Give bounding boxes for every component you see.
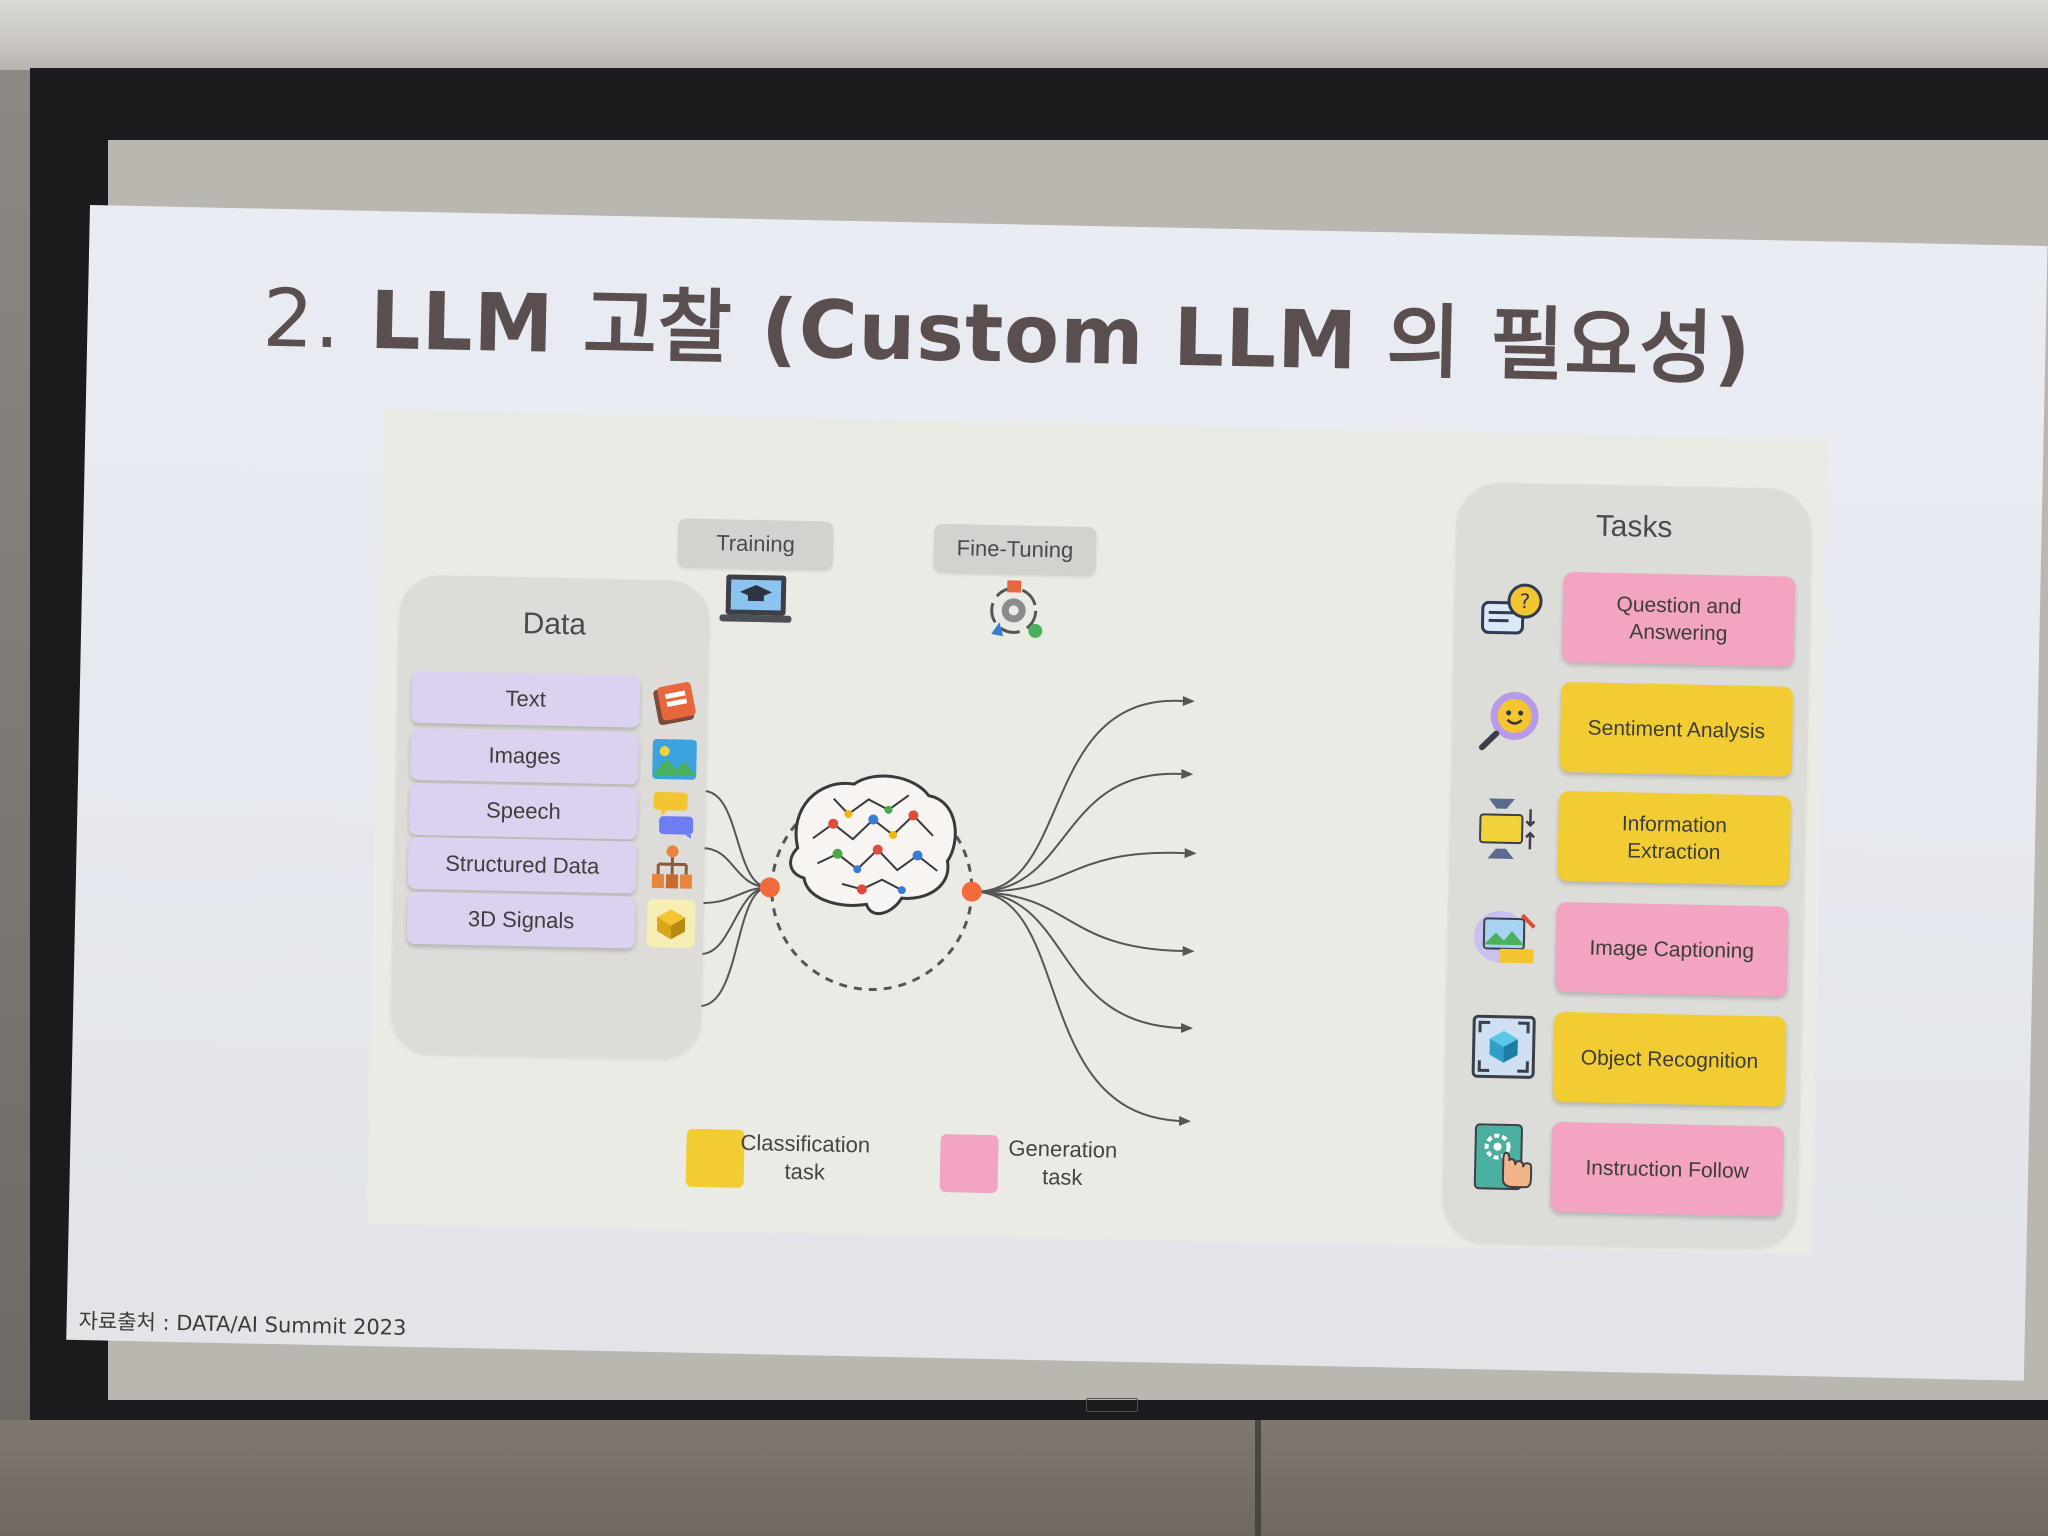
slide-title: 2. LLM 고찰 (Custom LLM 의 필요성)	[262, 254, 1753, 401]
data-panel-title: Data	[399, 605, 710, 645]
screen-logo	[1086, 1398, 1138, 1412]
data-panel: Data Text Images Speech Structu	[390, 575, 710, 1059]
hierarchy-icon	[646, 842, 699, 895]
connector-3d	[699, 886, 768, 1007]
task-sentiment-analysis: Sentiment Analysis	[1559, 682, 1793, 777]
gear-cycle-icon	[973, 574, 1054, 648]
llm-diagram: Data Text Images Speech Structu	[367, 409, 1829, 1254]
task-instruction-follow: Instruction Follow	[1550, 1122, 1784, 1217]
connector-object	[971, 892, 1184, 1028]
chat-question-icon: ?	[1478, 580, 1547, 649]
book-icon	[649, 676, 702, 729]
data-item-speech: Speech	[409, 783, 638, 840]
data-item-images: Images	[410, 728, 639, 785]
slide-title-text: LLM 고찰 (Custom LLM 의 필요성)	[369, 274, 1753, 396]
legend-generation-swatch	[940, 1134, 999, 1193]
task-image-captioning: Image Captioning	[1555, 902, 1789, 997]
connector-instruction	[969, 892, 1184, 1121]
task-object-recognition: Object Recognition	[1553, 1012, 1787, 1107]
training-label: Training	[678, 518, 834, 569]
connector-sentiment	[974, 770, 1182, 896]
svg-text:?: ?	[1519, 589, 1530, 613]
connector-info	[974, 849, 1185, 896]
data-item-text: Text	[411, 671, 640, 728]
wall-top	[0, 0, 2048, 70]
speech-bubbles-icon	[647, 788, 700, 841]
input-node	[760, 877, 780, 897]
connector-qa	[974, 697, 1183, 896]
data-item-3d-signals: 3D Signals	[407, 892, 636, 949]
source-citation: 자료출처 : DATA/AI Summit 2023	[78, 1305, 406, 1342]
legend-classification-swatch	[686, 1129, 745, 1188]
cube-scan-icon	[1469, 1012, 1538, 1081]
slide: 2. LLM 고찰 (Custom LLM 의 필요성)	[66, 205, 2047, 1381]
connector-images	[702, 848, 770, 887]
image-caption-icon	[1471, 904, 1540, 973]
image-icon	[648, 733, 701, 786]
floor-divider	[1255, 1420, 1261, 1536]
fine-tuning-label: Fine-Tuning	[934, 524, 1097, 575]
cube-icon	[645, 897, 698, 950]
data-item-structured-data: Structured Data	[408, 837, 637, 894]
funnel-folder-icon	[1474, 794, 1543, 863]
smiley-magnifier-icon	[1476, 687, 1545, 756]
connector-text	[702, 791, 771, 887]
output-node	[962, 881, 982, 901]
room-floor	[0, 1420, 2048, 1536]
laptop-graduation-icon	[715, 568, 796, 642]
brain-icon	[790, 774, 957, 915]
tasks-panel-title: Tasks	[1456, 507, 1812, 548]
slide-title-number: 2.	[262, 272, 342, 367]
hand-gear-book-icon	[1467, 1122, 1536, 1191]
